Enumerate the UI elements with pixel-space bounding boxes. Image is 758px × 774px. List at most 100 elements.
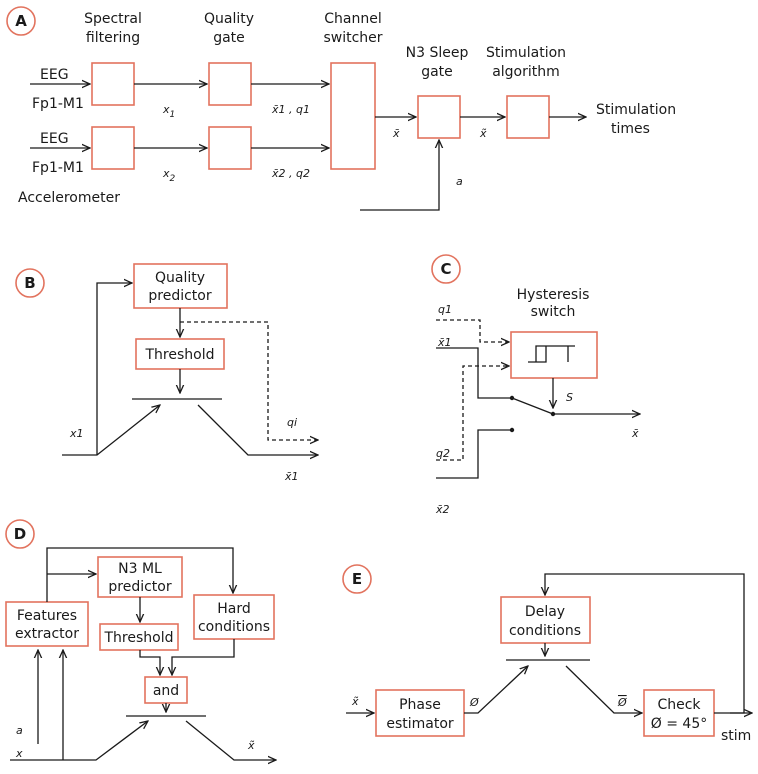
n3-sleep-gate-title-2: gate — [421, 64, 453, 80]
xbar2-line-c — [436, 429, 512, 479]
and-box — [144, 676, 188, 704]
features-extractor-text-2: extractor — [15, 626, 79, 642]
quality-predictor-text-1: Quality — [155, 270, 205, 286]
spectral-filtering-title-1: Spectral — [84, 11, 142, 27]
hard-conditions-text-2: conditions — [198, 619, 270, 635]
a-label: a — [456, 175, 463, 188]
xtilde-label-d: x̃ — [247, 739, 255, 752]
x1-label: x1 — [162, 103, 175, 120]
q2-label-c: q2 — [436, 447, 450, 460]
phase-estimator-text-1: Phase — [399, 697, 441, 713]
stimulation-algorithm-title-2: algorithm — [492, 64, 560, 80]
check-text-2: Ø = 45° — [651, 716, 707, 732]
channel-switcher-title-1: Channel — [324, 11, 381, 27]
delay-conditions-text-2: conditions — [509, 623, 581, 639]
delay-conditions-text-1: Delay — [525, 604, 565, 620]
panel-b-label: B — [24, 274, 35, 292]
panel-d-badge — [5, 519, 35, 549]
delay-conditions-box — [500, 596, 591, 644]
gate-output-b — [197, 404, 318, 455]
phase-to-gate-arrow — [464, 666, 528, 714]
fp1-label-2: Fp1-M1 — [32, 160, 84, 176]
panel-a-label: A — [15, 12, 27, 30]
eeg-label-1: EEG — [40, 67, 69, 83]
x-label-d: x — [15, 747, 23, 760]
xbar1-line-c — [436, 347, 512, 399]
n3-sleep-gate-title-1: N3 Sleep — [406, 45, 469, 61]
threshold-to-and-arrow — [139, 650, 160, 675]
threshold-text-d: Threshold — [104, 630, 174, 646]
n3-sleep-gate-box — [417, 95, 461, 139]
threshold-box-d — [99, 623, 179, 651]
panel-e-badge — [342, 564, 372, 594]
xbar1-q1-label: x̄1 , q1 — [271, 103, 310, 116]
quality-predictor-text-2: predictor — [148, 288, 211, 304]
stimulation-algorithm-box — [506, 95, 550, 139]
xbar2-q2-label: x̄2 , q2 — [271, 167, 310, 180]
stimulation-times-label-1: Stimulation — [596, 102, 676, 118]
hysteresis-title-2: switch — [531, 304, 576, 320]
hard-to-and-arrow — [172, 639, 235, 675]
check-box — [643, 689, 715, 737]
phase-estimator-text-2: estimator — [386, 716, 454, 732]
gate-input-b — [62, 405, 160, 456]
spectral-filter-box-2 — [91, 126, 135, 170]
hysteresis-title-1: Hysteresis — [517, 287, 590, 303]
spectral-filter-box-1 — [91, 62, 135, 106]
accel-a-arrow — [360, 140, 439, 211]
n3-ml-predictor-text-2: predictor — [108, 579, 171, 595]
hysteresis-switch-box — [510, 331, 598, 379]
q2-dashed-arrow — [436, 366, 509, 461]
panel-c-label: C — [440, 260, 451, 278]
x1-to-predictor-arrow — [96, 283, 132, 455]
a-label-d: a — [16, 724, 23, 737]
gate-to-check-arrow — [565, 665, 642, 713]
quality-gate-box-1 — [208, 62, 252, 106]
hard-conditions-box — [193, 594, 275, 640]
xbar-label: x̄ — [392, 127, 400, 140]
q1-label-c: q1 — [438, 303, 452, 316]
phibar-label-e: Ø — [617, 696, 627, 709]
spectral-filtering-title-2: filtering — [86, 30, 140, 46]
threshold-text-b: Threshold — [145, 347, 215, 363]
n3-ml-predictor-text-1: N3 ML — [118, 561, 162, 577]
check-text-1: Check — [657, 697, 701, 713]
x1-label-b: x1 — [69, 427, 84, 440]
qi-label-b: qi — [287, 416, 297, 429]
panel-b-badge — [15, 268, 45, 298]
phi-label-e: Ø — [469, 696, 479, 709]
panel-c-badge — [431, 254, 461, 284]
stimulation-algorithm-title-1: Stimulation — [486, 45, 566, 61]
fp1-label-1: Fp1-M1 — [32, 96, 84, 112]
features-extractor-text-1: Features — [17, 608, 77, 624]
xtilde-label: x̃ — [479, 127, 487, 140]
xtilde-label-e: x̃ — [351, 695, 359, 708]
stimulation-times-label-2: times — [611, 121, 650, 137]
xbar1-label-b: x̄1 — [284, 470, 299, 483]
channel-switcher-title-2: switcher — [323, 30, 382, 46]
hysteresis-loop-icon — [528, 345, 575, 363]
and-text: and — [153, 683, 179, 699]
quality-gate-box-2 — [208, 126, 252, 170]
features-to-hard-arrow — [46, 547, 233, 602]
hard-conditions-text-1: Hard — [217, 601, 251, 617]
gate-output-d — [185, 720, 276, 760]
gate-input-d — [10, 721, 148, 761]
xbar2-label-c: x̄2 — [435, 503, 450, 516]
q1-dashed-arrow — [436, 319, 509, 342]
channel-switcher-box — [330, 62, 376, 170]
panel-a-badge — [6, 6, 36, 36]
panel-e-label: E — [352, 570, 362, 588]
x2-label: x2 — [162, 167, 176, 184]
stim-label-e: stim — [721, 728, 751, 744]
features-extractor-box — [5, 601, 89, 647]
panel-d-label: D — [14, 525, 26, 543]
switch-contact-2 — [509, 427, 515, 433]
phase-estimator-box — [375, 689, 465, 737]
xbar-label-c: x̄ — [631, 427, 639, 440]
eeg-label-2: EEG — [40, 131, 69, 147]
xbar1-label-c: x̄1 — [437, 336, 452, 349]
n3-ml-predictor-box — [97, 556, 183, 598]
